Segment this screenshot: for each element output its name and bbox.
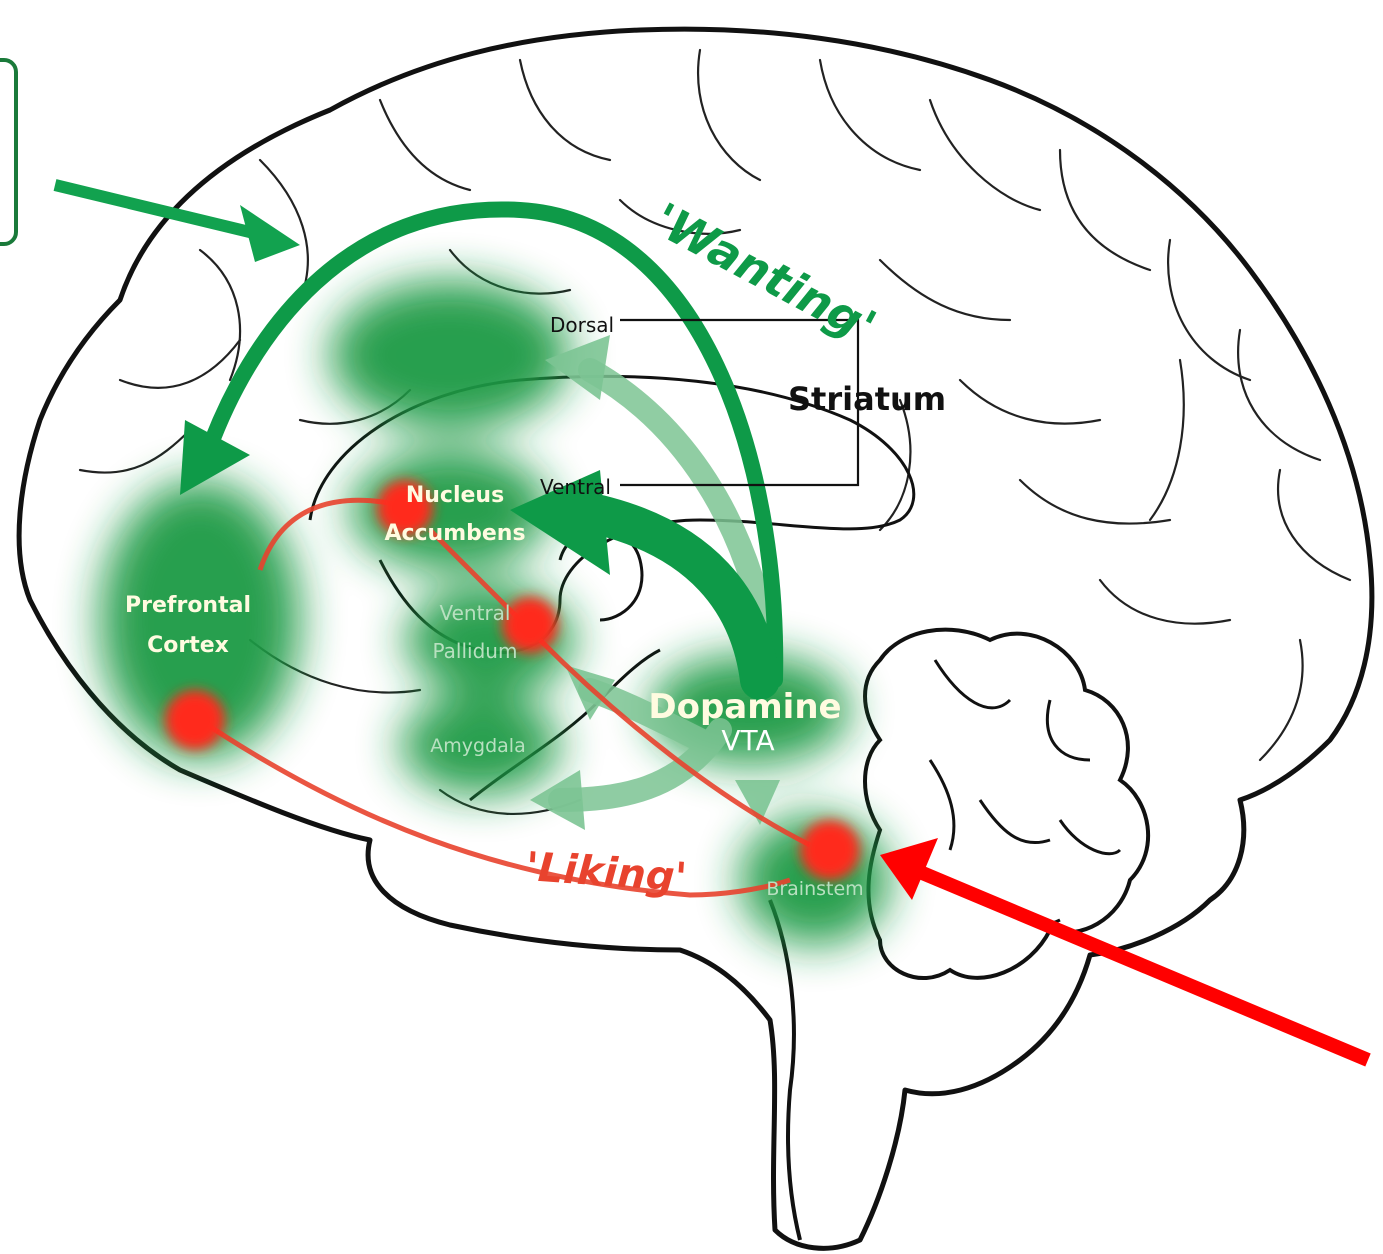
nucleus-accumbens-hotspot <box>377 480 433 536</box>
ventral-pallidum-label-2: Pallidum <box>433 639 518 663</box>
ventral-label: Ventral <box>540 475 611 499</box>
liking-label: 'Liking' <box>524 844 688 901</box>
striatum-label: Striatum <box>788 380 946 418</box>
callout-box-edge <box>0 58 18 246</box>
brainstem-label: Brainstem <box>766 878 863 900</box>
wanting-pathways <box>180 201 784 700</box>
green-pointer-arrow <box>53 179 300 262</box>
prefrontal-glow <box>100 480 300 760</box>
dorsal-striatum-glow <box>330 280 570 430</box>
striatum-bracket <box>620 318 860 487</box>
brainstem-outline <box>768 899 802 1241</box>
nucleus-accumbens-label-2: Accumbens <box>384 521 525 546</box>
liking-hotspots <box>165 480 860 880</box>
dorsal-label: Dorsal <box>550 313 614 337</box>
prefrontal-hotspot <box>165 690 225 750</box>
ventral-pallidum-label-1: Ventral <box>440 601 511 625</box>
prefrontal-label-2: Cortex <box>147 633 229 658</box>
ventral-pallidum-hotspot <box>502 597 558 653</box>
dopamine-label: Dopamine <box>648 687 841 727</box>
light-green-arrowheads <box>530 335 780 830</box>
nucleus-accumbens-glow <box>350 450 550 570</box>
nucleus-accumbens-label-1: Nucleus <box>406 483 504 508</box>
red-pointer-arrow <box>880 838 1371 1067</box>
amygdala-label: Amygdala <box>430 735 525 757</box>
amygdala-glow <box>400 695 560 795</box>
cortical-folds <box>78 48 1352 816</box>
vta-label: VTA <box>721 724 774 757</box>
prefrontal-label-1: Prefrontal <box>125 593 251 618</box>
brainstem-hotspot <box>800 820 860 880</box>
